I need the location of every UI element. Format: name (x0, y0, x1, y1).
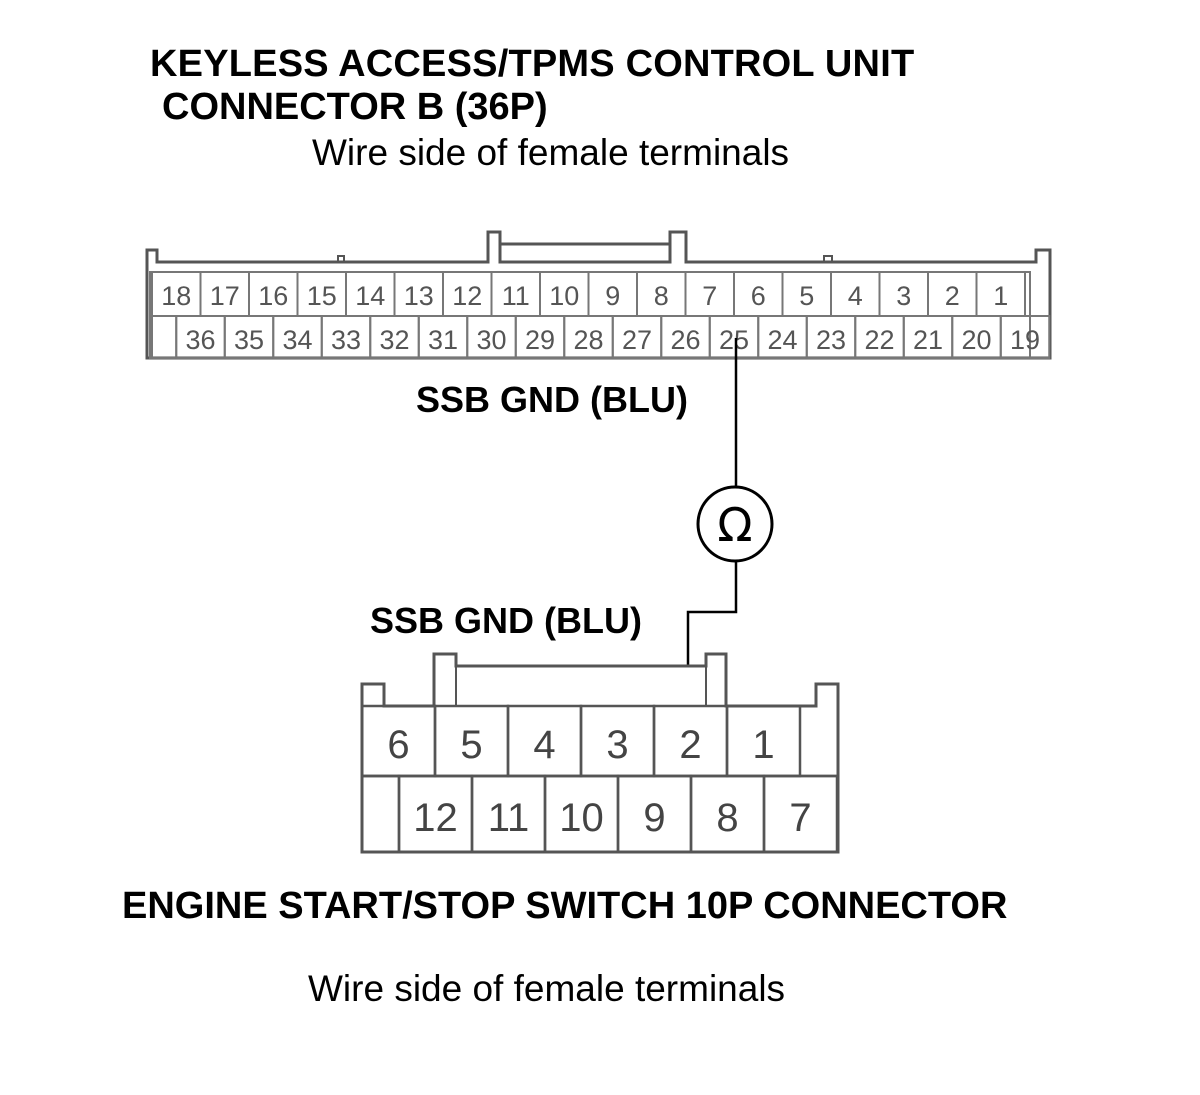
control-unit-pin-label: 20 (961, 325, 991, 355)
switch-connector-pin-grid: 6 5 4 3 2 1 12 11 10 9 8 7 (360, 704, 839, 854)
control-unit-pin-label: 29 (525, 325, 555, 355)
control-unit-pin-label: 34 (282, 325, 312, 355)
control-unit-pin-label: 19 (1010, 325, 1040, 355)
control-unit-pin-cell: 25 (708, 315, 760, 359)
control-unit-pin-cell: 17 (199, 271, 250, 317)
control-unit-pin-label: 18 (161, 281, 191, 311)
control-unit-title-line2: CONNECTOR B (36P) (162, 86, 548, 128)
control-unit-pin-label: 33 (331, 325, 361, 355)
control-unit-pin-cell: 20 (951, 315, 1002, 359)
control-unit-title-line1: KEYLESS ACCESS/TPMS CONTROL UNIT (150, 43, 915, 85)
control-unit-pin-label: 8 (654, 281, 669, 311)
control-unit-pin-label: 21 (913, 325, 943, 355)
control-unit-pin-label: 17 (210, 281, 240, 311)
control-unit-pin-label: 13 (404, 281, 434, 311)
control-unit-pin-cell: 19 (999, 315, 1051, 359)
switch-pin-label: 11 (488, 796, 530, 840)
control-unit-pin-cell: 27 (611, 315, 663, 359)
control-unit-pin-label: 2 (945, 281, 960, 311)
control-unit-pin-label: 35 (234, 325, 264, 355)
control-unit-pin-label: 3 (896, 281, 911, 311)
switch-pin-label: 9 (643, 796, 665, 840)
control-unit-pin-cell: 21 (902, 315, 954, 359)
control-unit-pin-label: 1 (993, 281, 1008, 311)
switch-pin-label: 7 (789, 796, 811, 840)
control-unit-pin-label: 14 (355, 281, 385, 311)
control-unit-pin-cell: 33 (320, 315, 372, 359)
switch-connector-title: ENGINE START/STOP SWITCH 10P CONNECTOR (122, 885, 1008, 927)
switch-pin-label: 10 (559, 796, 604, 840)
switch-pin-cell: 7 (762, 774, 839, 854)
switch-pin-label: 12 (413, 796, 458, 840)
control-unit-pin-label: 25 (719, 325, 749, 355)
control-unit-pin-label: 12 (452, 281, 482, 311)
control-unit-pin-label: 28 (573, 325, 603, 355)
control-unit-pin-cell: 15 (296, 271, 347, 317)
control-unit-pin-label: 5 (799, 281, 814, 311)
control-unit-pin-label: 11 (502, 281, 530, 311)
control-unit-pin-label: 27 (622, 325, 652, 355)
control-unit-pin-label: 6 (751, 281, 766, 311)
control-unit-pin-label: 23 (816, 325, 846, 355)
control-unit-pin-cell: 30 (466, 315, 517, 359)
wire-bottom (686, 561, 738, 708)
control-unit-pin-label: 7 (702, 281, 717, 311)
switch-connector-latch (455, 666, 707, 706)
switch-pin-label: 2 (679, 723, 701, 767)
wire-label-bottom: SSB GND (BLU) (370, 600, 642, 641)
control-unit-pin-cell: 29 (514, 315, 566, 359)
control-unit-pin-label: 22 (864, 325, 894, 355)
control-unit-connector-housing (145, 230, 1052, 360)
control-unit-pin-cell: 34 (272, 315, 323, 359)
control-unit-pin-label: 16 (258, 281, 288, 311)
ohm-icon: Ω (717, 498, 752, 552)
control-unit-subtitle: Wire side of female terminals (312, 132, 790, 173)
control-unit-pin-label: 30 (476, 325, 506, 355)
switch-connector-subtitle: Wire side of female terminals (308, 968, 786, 1009)
control-unit-pin-cell: 35 (223, 315, 275, 359)
control-unit-key-bumps (337, 255, 833, 262)
control-unit-pin-label: 26 (670, 325, 700, 355)
control-unit-pin-label: 36 (185, 325, 215, 355)
control-unit-pin-label: 15 (307, 281, 337, 311)
switch-pin-label: 8 (716, 796, 738, 840)
switch-pin-label: 6 (387, 723, 409, 767)
control-unit-pin-label: 32 (379, 325, 409, 355)
switch-pin-label: 1 (752, 723, 774, 767)
wire-label-top: SSB GND (BLU) (416, 379, 688, 420)
control-unit-pin-cell: 26 (660, 315, 711, 359)
control-unit-pin-label: 24 (767, 325, 797, 355)
control-unit-pin-label: 4 (848, 281, 863, 311)
control-unit-pin-label: 10 (549, 281, 579, 311)
switch-pin-label: 3 (606, 723, 628, 767)
switch-pin-label: 5 (460, 723, 482, 767)
control-unit-pin-label: 9 (605, 281, 620, 311)
switch-pin-label: 4 (533, 723, 555, 767)
control-unit-pin-cell: 32 (369, 315, 420, 359)
control-unit-pin-label: 31 (428, 325, 458, 355)
